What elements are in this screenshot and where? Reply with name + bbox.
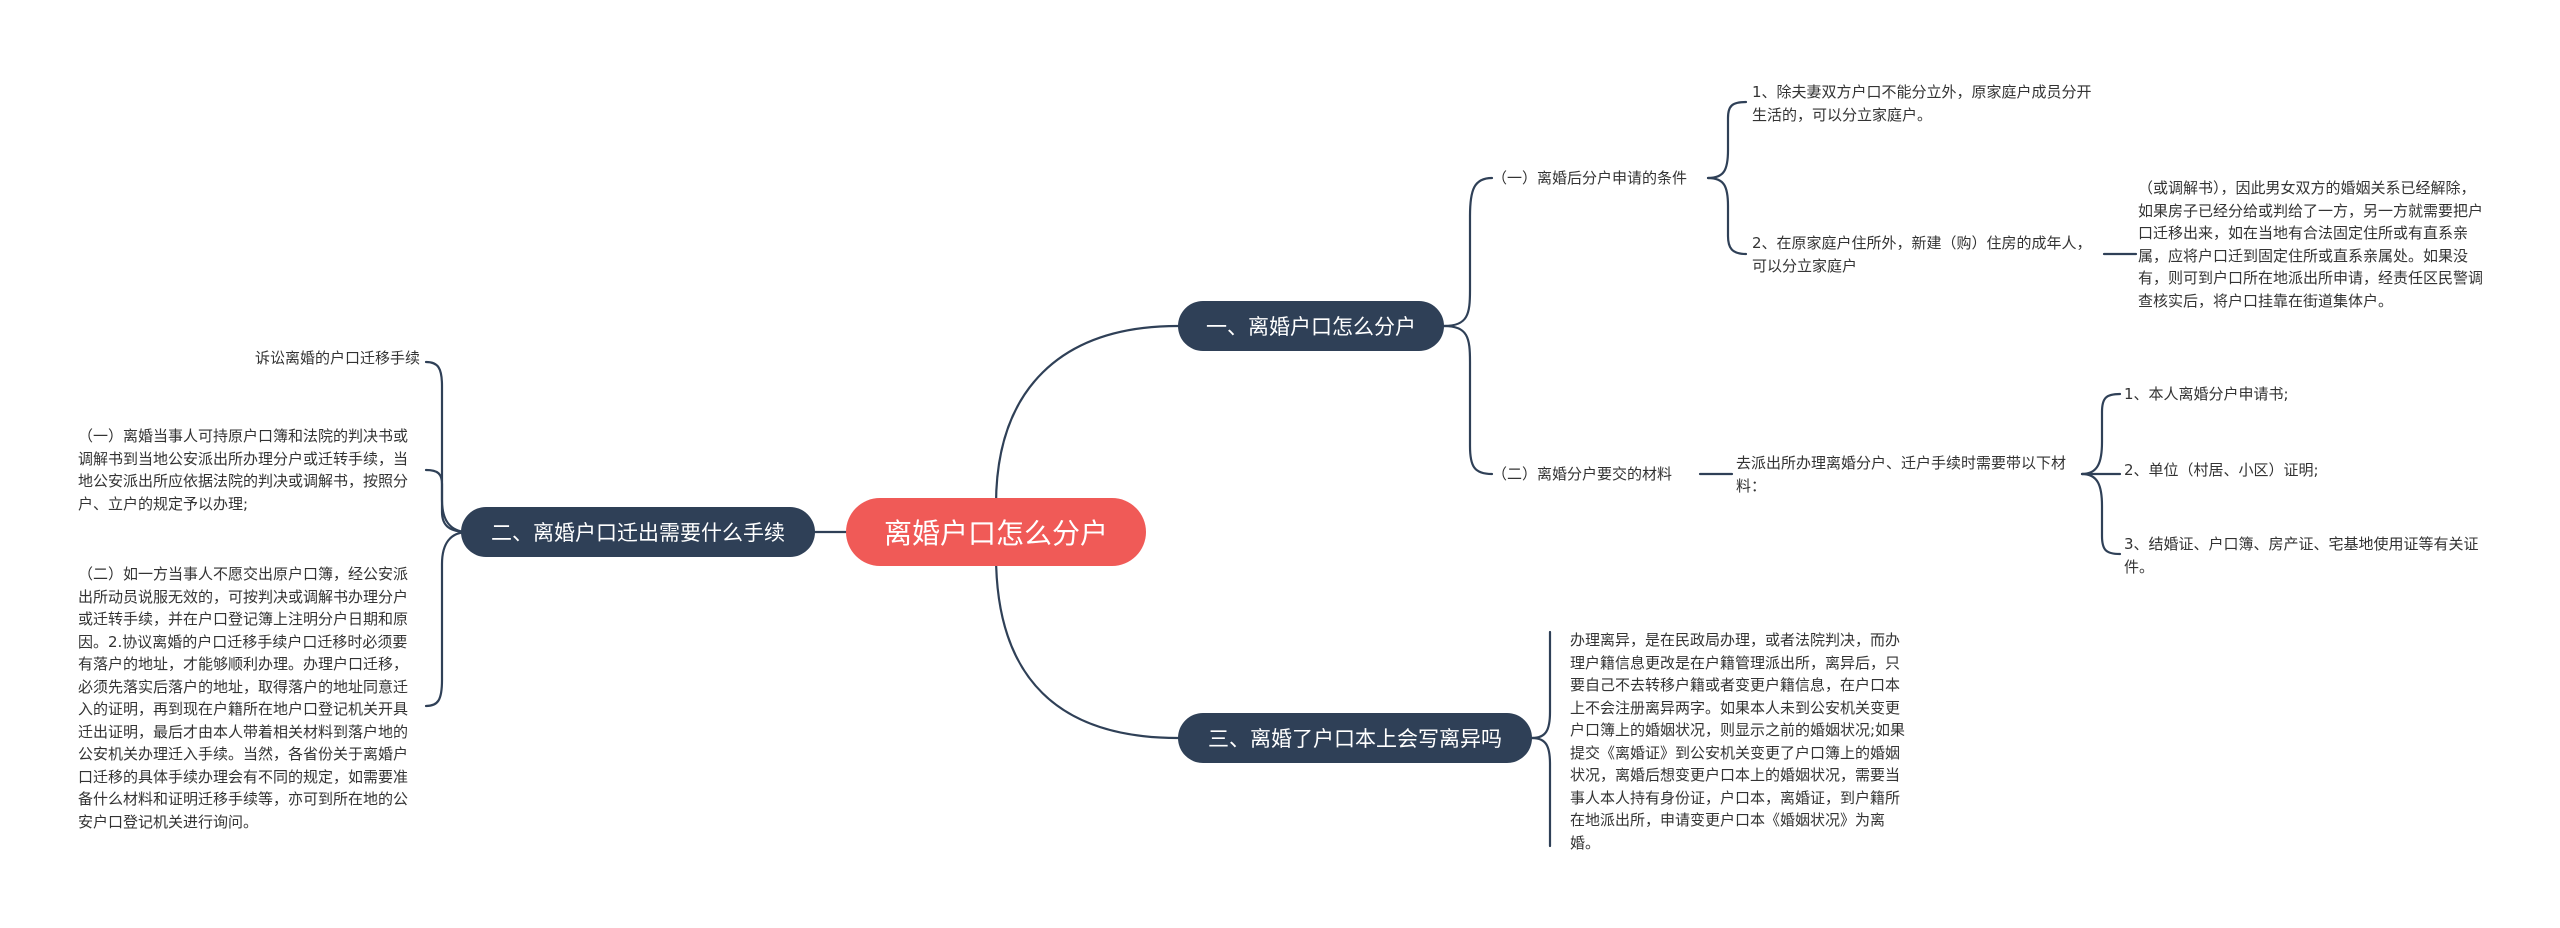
b1-sub2-item1[interactable]: 1、本人离婚分户申请书;: [2124, 385, 2289, 403]
b3-text[interactable]: 办理离异，是在民政局办理，或者法院判决，而办理户籍信息更改是在户籍管理派出所，离…: [1570, 631, 1906, 852]
link-root-b3: [994, 553, 1180, 740]
link-b1-sub2: [1442, 324, 1494, 476]
link-b2-item3: [424, 530, 470, 708]
link-sub1-item2: [1706, 176, 1748, 256]
link-b2-item2: [424, 468, 470, 534]
link-b3-text: [1530, 630, 1552, 740]
b1-sub2-mid[interactable]: 去派出所办理离婚分户、迁户手续时需要带以下材料：: [1736, 454, 2067, 495]
b1-sub1-item1[interactable]: 1、除夫妻双方户口不能分立外，原家庭户成员分开生活的，可以分立家庭户。: [1752, 83, 2092, 124]
b1-sub2-item2[interactable]: 2、单位（村居、小区）证明;: [2124, 461, 2319, 479]
b1-sub1-item2-detail[interactable]: （或调解书），因此男女双方的婚姻关系已经解除，如果房子已经分给或判给了一方，另一…: [2138, 179, 2484, 310]
b1-sub1-label[interactable]: （一）离婚后分户申请的条件: [1492, 169, 1688, 187]
link-sub1-item1: [1706, 100, 1748, 180]
b2-item2[interactable]: （一）离婚当事人可持原户口簿和法院的判决书或调解书到当地公安派出所办理分户或迁转…: [78, 427, 409, 513]
branch-1[interactable]: 一、离婚户口怎么分户: [1178, 301, 1444, 351]
link-root-b1: [994, 324, 1180, 507]
link-b2-item1: [424, 360, 470, 534]
b2-item3[interactable]: （二）如一方当事人不愿交出原户口簿，经公安派出所动员说服无效的，可按判决或调解书…: [78, 565, 409, 831]
b1-sub2-item3[interactable]: 3、结婚证、户口簿、房产证、宅基地使用证等有关证件。: [2124, 535, 2479, 576]
link-mid-item1: [2080, 392, 2122, 476]
root-node[interactable]: 离婚户口怎么分户: [846, 498, 1146, 566]
b1-sub2-label[interactable]: （二）离婚分户要交的材料: [1492, 465, 1673, 483]
b1-sub1-item2[interactable]: 2、在原家庭户住所外，新建（购）住房的成年人，可以分立家庭户: [1752, 234, 2092, 275]
b2-item1[interactable]: 诉讼离婚的户口迁移手续: [254, 349, 420, 367]
branch-3[interactable]: 三、离婚了户口本上会写离异吗: [1178, 713, 1532, 763]
link-mid-item3: [2080, 472, 2122, 556]
branch-2[interactable]: 二、离婚户口迁出需要什么手续: [461, 507, 815, 557]
link-b1-sub1: [1442, 176, 1494, 328]
link-b3-text2: [1530, 736, 1552, 848]
